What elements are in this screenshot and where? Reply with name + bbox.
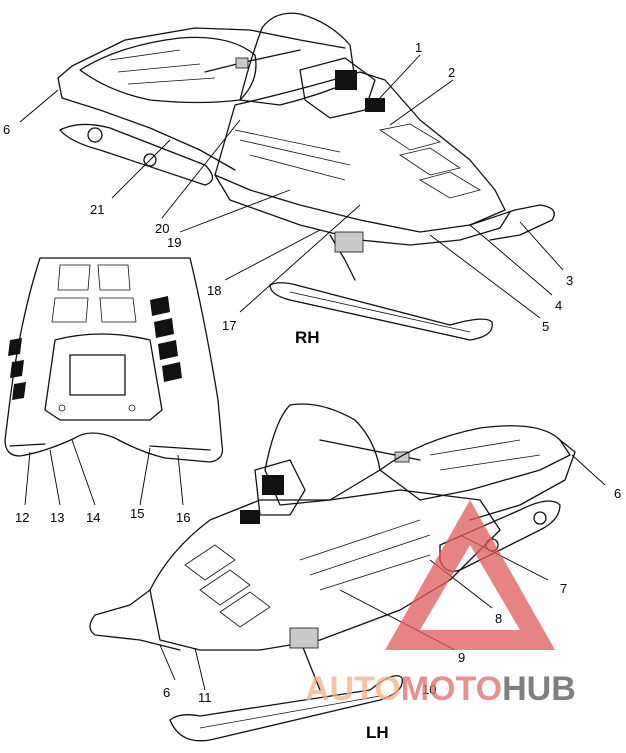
callout-12: 12: [15, 510, 29, 525]
callout-21: 21: [90, 202, 104, 217]
hood-top-view: [4, 257, 224, 463]
automotohub-watermark: AUTOMOTOHUB: [305, 500, 576, 708]
callout-10: 10: [422, 682, 436, 697]
callout-17: 17: [222, 318, 236, 333]
callout-14: 14: [86, 510, 100, 525]
callout-19: 19: [167, 235, 181, 250]
callout-20: 20: [155, 221, 169, 236]
callout-11: 11: [198, 690, 212, 705]
callout-6-bottom: 6: [163, 685, 170, 700]
callout-6-top: 6: [3, 122, 10, 137]
callout-3: 3: [566, 273, 573, 288]
callout-5: 5: [542, 319, 549, 334]
leader-lines: [19, 54, 606, 691]
callout-9: 9: [458, 650, 465, 665]
callout-4: 4: [555, 298, 562, 313]
callout-6-right: 6: [614, 486, 621, 501]
snowmobile-rh-view: [57, 12, 555, 341]
callout-16: 16: [176, 510, 190, 525]
snowmobile-lh-view: [89, 403, 576, 742]
callout-15: 15: [130, 506, 144, 521]
view-label-rh: RH: [295, 328, 320, 347]
callout-13: 13: [50, 510, 64, 525]
callout-2: 2: [448, 65, 455, 80]
watermark-triangle-logo: [385, 500, 555, 650]
callout-7: 7: [560, 581, 567, 596]
callout-numbers: 1 2 3 4 5 6 17 18 19 20 21 12 13 14 15 1…: [3, 40, 621, 705]
view-label-lh: LH: [366, 723, 389, 742]
watermark-text: AUTOMOTOHUB: [305, 670, 576, 708]
callout-8: 8: [495, 611, 502, 626]
callout-18: 18: [207, 283, 221, 298]
callout-1: 1: [415, 40, 422, 55]
